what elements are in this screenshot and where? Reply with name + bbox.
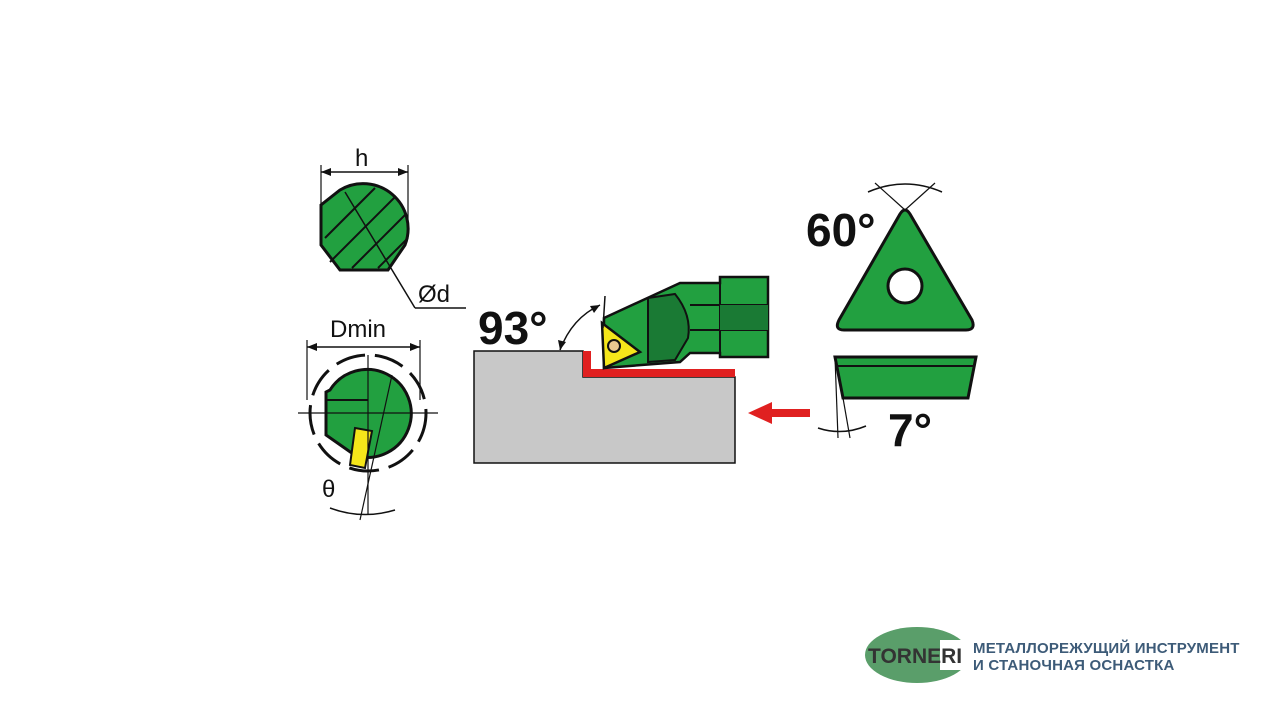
insert-top-view: 60° — [806, 182, 975, 332]
insert-side-view: 7° — [817, 355, 978, 456]
shank-section: h Ød — [319, 145, 466, 309]
logo-brand: TORNERI — [868, 645, 962, 668]
torneri-logo: TORNERI — [865, 627, 970, 683]
logo-tagline: МЕТАЛЛОРЕЖУЩИЙ ИНСТРУМЕНТ И СТАНОЧНАЯ ОС… — [973, 640, 1240, 674]
clearance-angle-label: 7° — [888, 404, 932, 456]
theta-label: θ — [322, 476, 335, 503]
diameter-label: Ød — [418, 281, 450, 308]
logo-line1: МЕТАЛЛОРЕЖУЩИЙ ИНСТРУМЕНТ — [973, 640, 1240, 657]
workpiece — [473, 350, 736, 464]
dmin-label: Dmin — [330, 316, 386, 343]
bore-view: Dmin θ — [298, 316, 438, 521]
feed-arrow-icon — [748, 402, 810, 424]
logo-line2: И СТАНОЧНАЯ ОСНАСТКА — [973, 657, 1175, 674]
approach-angle-label: 93° — [478, 302, 548, 354]
insert-angle-label: 60° — [806, 204, 876, 256]
tool-holder: 93° — [478, 275, 770, 370]
h-label: h — [355, 145, 368, 172]
